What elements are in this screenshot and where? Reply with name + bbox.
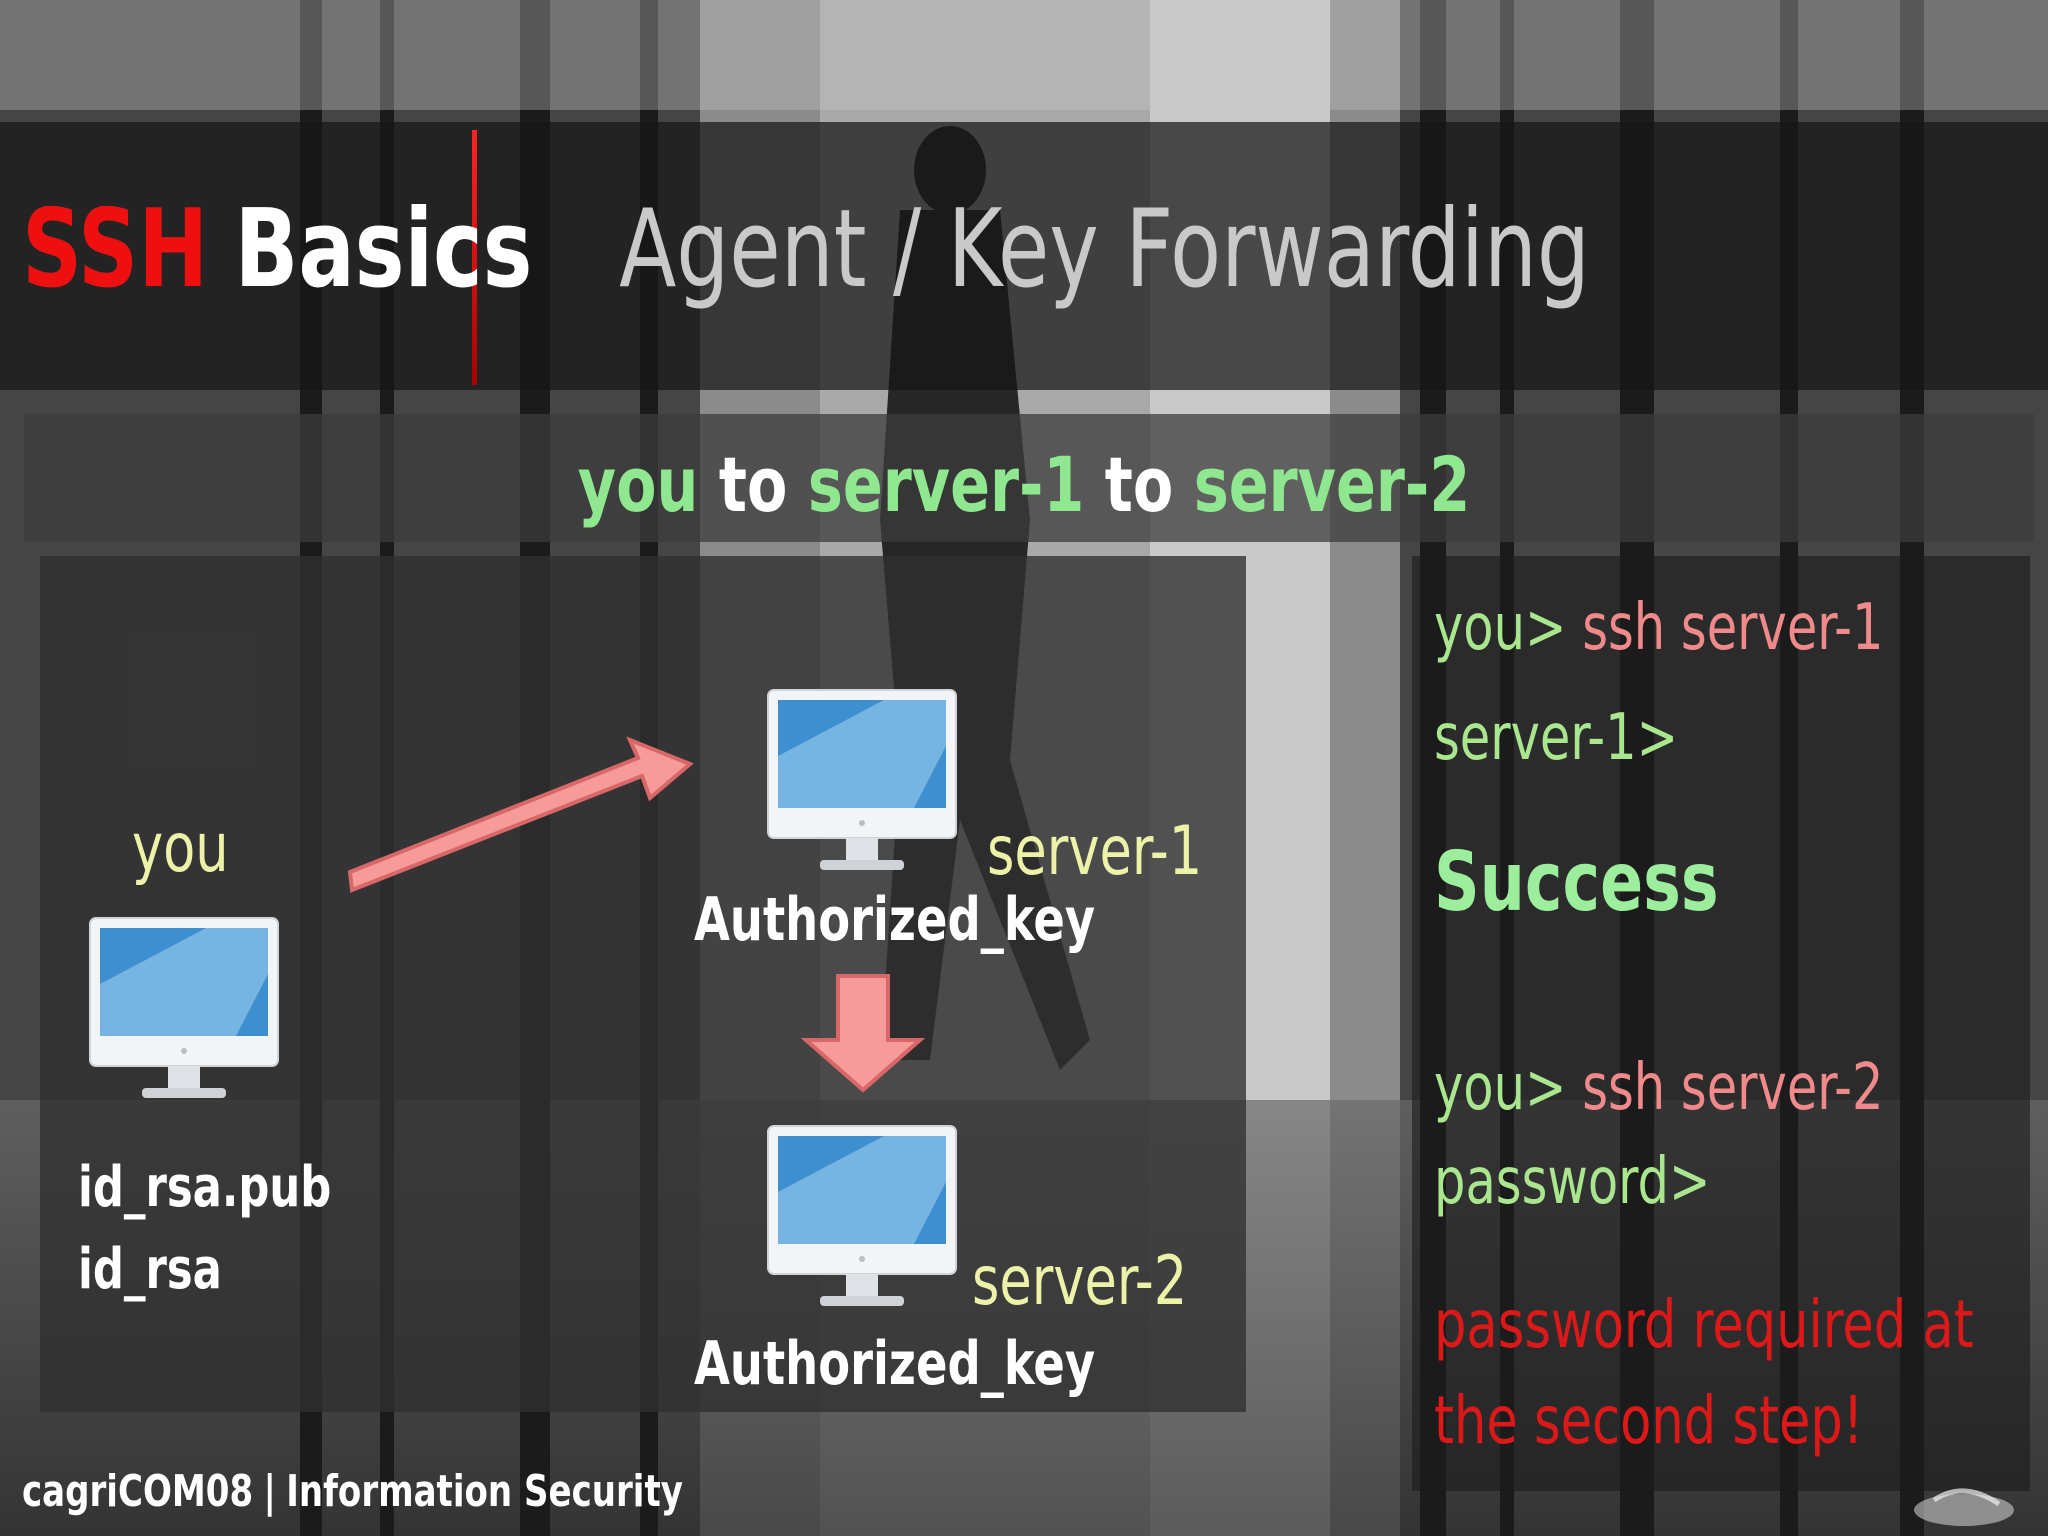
terminal-line-ssh-server1: you> ssh server-1 (1434, 596, 1883, 660)
computer-icon (89, 917, 279, 1098)
prompt-server1: server-1> (1434, 701, 1679, 775)
scenario-server1: server-1 (807, 440, 1085, 529)
scenario-server2: server-2 (1193, 440, 1471, 529)
prompt-you-2: you> (1434, 1051, 1567, 1125)
title-ssh: SSH (22, 187, 209, 312)
terminal-panel (1412, 556, 2030, 1491)
title-subtitle: Agent / Key Forwarding (619, 187, 1590, 312)
logo-icon (1914, 1488, 2014, 1526)
prompt-you: you> (1434, 591, 1567, 665)
warning-line-1: password required at (1434, 1286, 1974, 1363)
title-divider (472, 130, 477, 385)
terminal-line-server1-prompt: server-1> (1434, 706, 1678, 770)
command-ssh-server1: ssh server-1 (1582, 591, 1884, 665)
subtitle-strip (24, 414, 2034, 542)
scenario-you: you (577, 440, 699, 529)
prompt-password: password> (1434, 1145, 1711, 1219)
server2-authorized-key: Authorized_key (694, 1329, 1096, 1399)
footer: cagriCOM08|Information Security (22, 1462, 683, 1522)
server1-label: server-1 (987, 812, 1203, 891)
warning-line-2: the second step! (1434, 1382, 1864, 1459)
you-label: you (132, 809, 229, 888)
scenario-to-2: to (1104, 440, 1174, 529)
page-title: SSH Basics Agent / Key Forwarding (22, 190, 1590, 310)
success-text: Success (1434, 835, 1719, 930)
scenario-heading: you to server-1 to server-2 (143, 440, 1904, 530)
private-key-file: id_rsa (78, 1237, 222, 1302)
terminal-line-password-prompt: password> (1434, 1150, 1710, 1214)
computer-icon (767, 689, 957, 870)
title-bar (0, 122, 2048, 390)
footer-author: cagriCOM08 (22, 1466, 254, 1517)
server1-authorized-key: Authorized_key (694, 885, 1096, 955)
footer-separator: | (263, 1466, 276, 1517)
title-basics: Basics (234, 187, 533, 312)
scenario-to-1: to (718, 440, 788, 529)
command-ssh-server2: ssh server-2 (1582, 1051, 1884, 1125)
server2-label: server-2 (972, 1242, 1188, 1321)
public-key-file: id_rsa.pub (78, 1155, 332, 1220)
footer-topic: Information Security (286, 1466, 683, 1517)
computer-icon (767, 1125, 957, 1306)
terminal-line-ssh-server2: you> ssh server-2 (1434, 1056, 1883, 1120)
